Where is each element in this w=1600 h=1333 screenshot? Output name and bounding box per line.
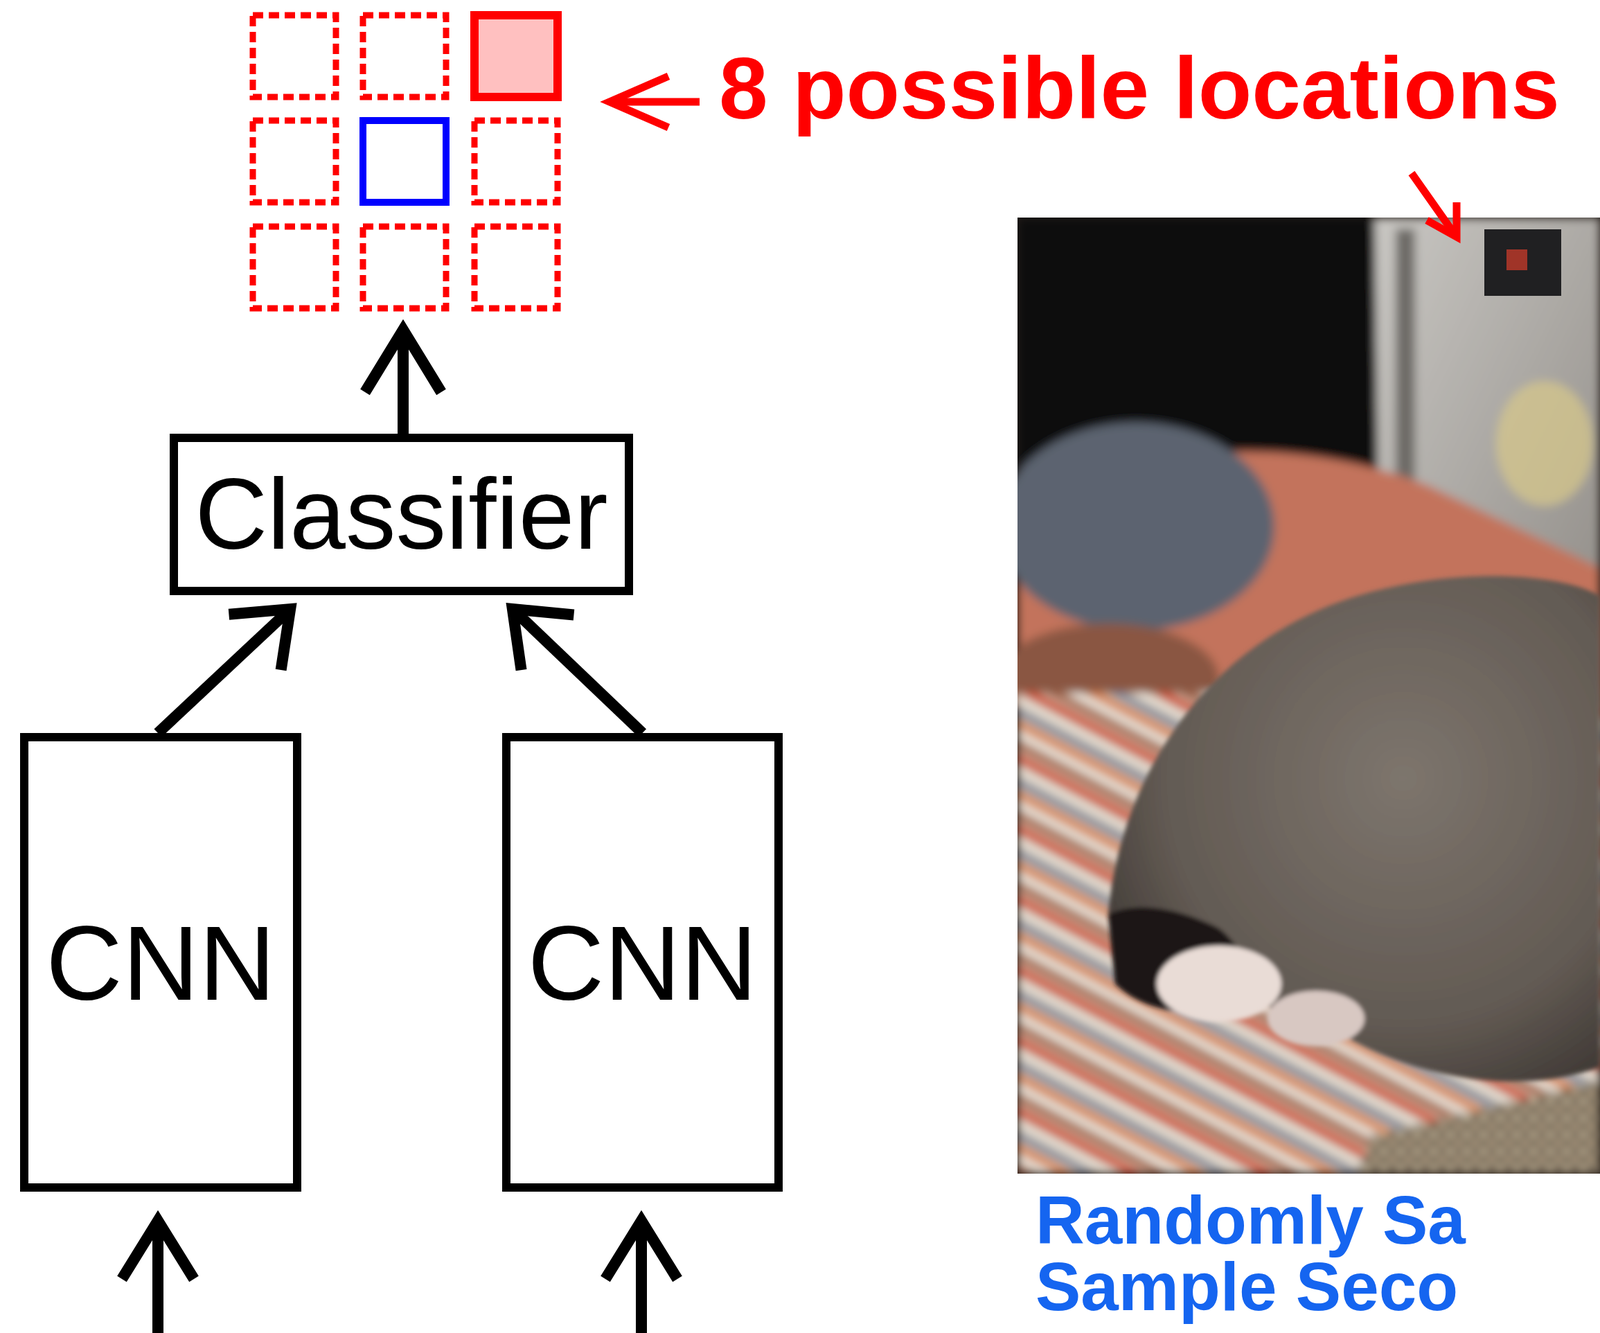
location-cell <box>252 120 336 203</box>
input-arrow <box>121 1220 194 1333</box>
location-grid <box>252 15 558 309</box>
location-cell <box>474 226 558 309</box>
arrow-head <box>609 76 669 128</box>
location-cell <box>252 15 336 97</box>
pointer-arrow <box>609 76 700 128</box>
caption-text: Randomly Sa <box>1035 1185 1466 1254</box>
cnn-box: CNN <box>20 732 302 1192</box>
connector-arrow <box>157 608 291 733</box>
input-arrow <box>605 1220 678 1333</box>
annotation-text: 8 possible locations <box>718 44 1560 133</box>
arrow-head <box>1426 202 1457 237</box>
photo-ground <box>1017 217 1600 1174</box>
blanket-edge <box>1017 720 1108 1174</box>
location-cell <box>362 15 447 97</box>
box-label: CNN <box>527 909 758 1016</box>
arrow-head <box>605 1220 678 1279</box>
cat-body <box>1108 576 1600 1082</box>
wall-object <box>1496 380 1594 506</box>
arrow-head <box>365 329 442 393</box>
arrow-shaft <box>152 1224 164 1333</box>
cat-paw-white <box>1156 945 1282 1022</box>
cat-paw-white <box>1267 990 1365 1046</box>
arrow-shaft <box>157 612 287 733</box>
arrow-shaft <box>397 333 409 434</box>
arrow-shaft <box>516 612 643 733</box>
rug <box>1357 1080 1600 1174</box>
arrow-head <box>228 608 291 670</box>
output-arrow <box>365 329 442 434</box>
caption-text: Sample Seco <box>1035 1252 1459 1321</box>
connector-arrow <box>512 608 643 733</box>
classifier-box: Classifier <box>169 433 633 595</box>
location-cell <box>362 226 447 309</box>
center-cell <box>362 120 447 203</box>
arrow-head <box>512 608 575 670</box>
cushion <box>1017 422 1275 631</box>
location-cell <box>252 226 336 309</box>
box-label: Classifier <box>194 464 608 565</box>
location-cell <box>474 120 558 203</box>
arrow-head <box>121 1220 194 1279</box>
box-label: CNN <box>45 909 275 1016</box>
cnn-box: CNN <box>502 732 783 1192</box>
arrow-shaft <box>635 1224 647 1333</box>
picture-frame <box>1484 229 1562 296</box>
picture <box>1506 249 1528 271</box>
pointer-arrow <box>1411 173 1457 237</box>
arrow-shaft <box>612 98 700 106</box>
photo <box>1017 217 1600 1174</box>
selected-location-cell <box>474 15 558 97</box>
